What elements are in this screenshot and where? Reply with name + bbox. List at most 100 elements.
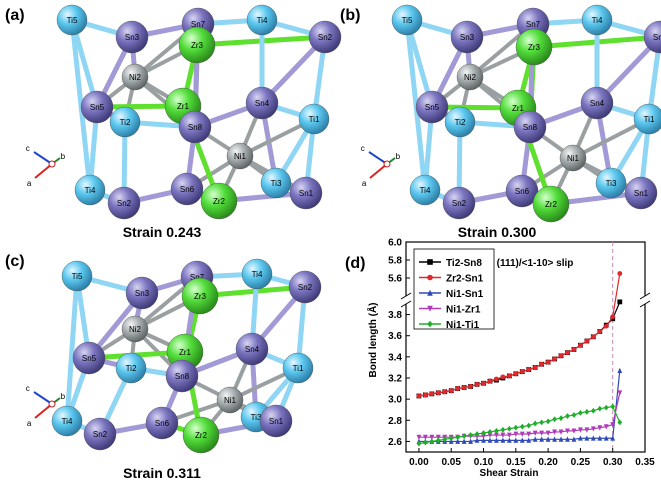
data-point bbox=[565, 413, 570, 419]
atom-sn4: Sn4 bbox=[245, 86, 279, 120]
data-point bbox=[435, 390, 441, 396]
structure-panel-b: (b) Ti5Sn3Sn7Ti4Sn2Zr3Ni2Zr1Sn5Ti2Sn8Sn4… bbox=[340, 4, 661, 240]
y-tick-label: 3.6 bbox=[388, 331, 402, 342]
atom-label: Ti5 bbox=[67, 16, 78, 25]
data-point bbox=[526, 422, 532, 429]
x-tick-label: 0.35 bbox=[635, 457, 655, 468]
data-point bbox=[474, 381, 480, 387]
zr-atom-sphere bbox=[532, 185, 570, 223]
data-point bbox=[603, 323, 609, 329]
sn-atom-sphere bbox=[259, 404, 293, 438]
atom-sn5: Sn5 bbox=[72, 341, 106, 375]
y-tick-label: 3.8 bbox=[388, 310, 402, 321]
legend-label: Zr2-Sn1 bbox=[446, 274, 484, 285]
atom-label: Sn5 bbox=[425, 103, 440, 112]
data-point bbox=[487, 432, 493, 438]
data-point bbox=[427, 305, 433, 312]
atom-ti4: Ti4 bbox=[74, 174, 106, 206]
atom-sn8: Sn8 bbox=[178, 110, 212, 144]
data-point bbox=[552, 429, 557, 435]
data-point bbox=[617, 390, 623, 396]
data-point bbox=[494, 427, 499, 434]
atom-ti3: Ti3 bbox=[595, 167, 627, 199]
data-point bbox=[603, 424, 609, 430]
axis-label-a: a bbox=[27, 419, 32, 428]
data-point bbox=[539, 430, 545, 436]
ti-atom-sphere bbox=[241, 258, 273, 290]
data-point bbox=[552, 436, 557, 442]
data-point bbox=[474, 431, 480, 437]
data-point bbox=[526, 367, 532, 372]
sn-atom-sphere bbox=[245, 86, 279, 120]
sn-atom-sphere bbox=[450, 20, 484, 54]
ti-atom-sphere bbox=[109, 106, 141, 138]
sn-atom-sphere bbox=[415, 90, 449, 124]
data-point bbox=[481, 430, 486, 436]
atom-zr3: Zr3 bbox=[181, 277, 219, 315]
data-point bbox=[590, 334, 596, 340]
axis-label-a: a bbox=[362, 179, 367, 188]
sn-atom-sphere bbox=[442, 186, 476, 220]
data-point bbox=[500, 426, 506, 433]
axis-arrow-c bbox=[368, 151, 388, 165]
atom-ti2: Ti2 bbox=[444, 106, 476, 138]
y-tick-label: 2.6 bbox=[388, 437, 402, 448]
atom-label: Sn5 bbox=[90, 103, 105, 112]
sn-atom-sphere bbox=[308, 20, 342, 54]
atom-label: Ti4 bbox=[257, 16, 268, 25]
atom-label: Sn3 bbox=[135, 289, 150, 298]
atom-label: Ti1 bbox=[644, 115, 655, 124]
atom-ni2: Ni2 bbox=[121, 63, 149, 91]
axis-break-mark bbox=[400, 292, 412, 300]
strain-caption-b: Strain 0.300 bbox=[458, 224, 537, 240]
zr-atom-sphere bbox=[182, 416, 220, 454]
ti-atom-sphere bbox=[246, 4, 278, 36]
y-tick-label: 3.2 bbox=[388, 374, 402, 385]
data-point bbox=[584, 427, 590, 433]
x-tick-label: 0.10 bbox=[474, 457, 494, 468]
data-point bbox=[532, 436, 538, 442]
atom-sn3: Sn3 bbox=[125, 276, 159, 310]
atom-ti4: Ti4 bbox=[581, 4, 613, 36]
atom-label: Ti4 bbox=[592, 16, 603, 25]
sn-atom-sphere bbox=[178, 110, 212, 144]
ti-atom-sphere bbox=[391, 4, 423, 36]
atom-sn3: Sn3 bbox=[450, 20, 484, 54]
data-point bbox=[506, 425, 512, 432]
data-point bbox=[584, 435, 590, 441]
legend-item: Ti2-Sn8 bbox=[419, 258, 482, 269]
atom-ti1: Ti1 bbox=[282, 352, 314, 384]
ti-atom-sphere bbox=[409, 174, 441, 206]
atom-ti1: Ti1 bbox=[298, 103, 330, 135]
data-point bbox=[617, 271, 623, 276]
atom-label: Sn8 bbox=[175, 372, 190, 381]
sn-atom-sphere bbox=[288, 270, 322, 304]
data-point bbox=[461, 433, 467, 440]
data-point bbox=[610, 403, 616, 410]
atom-label: Sn4 bbox=[590, 99, 605, 108]
atom-label: Ti5 bbox=[72, 272, 83, 281]
zr-atom-sphere bbox=[515, 28, 553, 66]
data-point bbox=[448, 438, 454, 444]
data-point bbox=[532, 365, 538, 370]
y-axis-label: Bond length (Å) bbox=[366, 303, 379, 378]
data-point bbox=[429, 438, 435, 445]
data-point bbox=[597, 329, 603, 334]
atom-label: Ti4 bbox=[252, 270, 263, 279]
data-point bbox=[532, 420, 538, 427]
sn-atom-sphere bbox=[165, 359, 199, 393]
atom-label: Zr3 bbox=[194, 292, 207, 301]
axis-arrow-c bbox=[33, 391, 53, 405]
data-point bbox=[506, 437, 512, 443]
data-point bbox=[519, 423, 525, 430]
data-point bbox=[455, 386, 461, 391]
ti-atom-sphere bbox=[581, 4, 613, 36]
legend-label: Ni1-Ti1 bbox=[446, 320, 480, 331]
data-point bbox=[532, 430, 538, 436]
axis-break-mark bbox=[639, 292, 651, 300]
data-point bbox=[422, 392, 428, 398]
atom-label: Zr2 bbox=[545, 200, 558, 209]
